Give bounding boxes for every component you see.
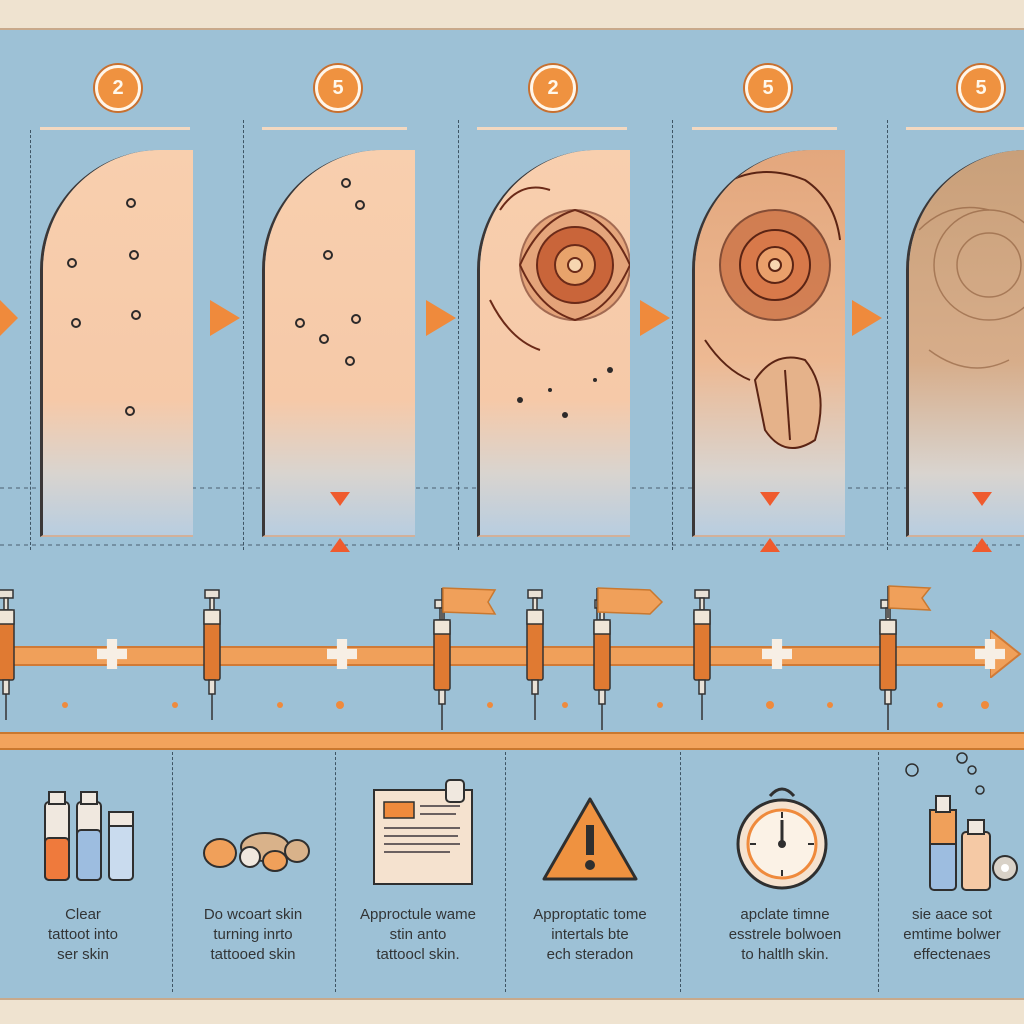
step-badge-3: 2 — [530, 65, 576, 111]
marker-up-icon — [330, 538, 350, 552]
document-icon — [373, 779, 473, 885]
next-arrow-icon — [852, 300, 882, 336]
divider — [680, 752, 681, 992]
skin-panel-tattoo — [477, 150, 630, 537]
next-arrow-icon — [0, 300, 18, 336]
header-line-3 — [477, 127, 627, 130]
step-badge-5: 5 — [958, 65, 1004, 111]
skin-panel-clear — [40, 150, 193, 537]
vline — [887, 120, 888, 550]
step-badge-4: 5 — [745, 65, 791, 111]
divider — [335, 752, 336, 992]
timeline-arrow-icon — [990, 630, 1022, 678]
syringes — [0, 585, 989, 731]
divider — [505, 752, 506, 992]
skin-panel-pores — [262, 150, 415, 537]
header-line-5 — [906, 127, 1024, 130]
header-line-1 — [40, 127, 190, 130]
vials-icon — [44, 791, 134, 881]
mandala-tattoo-icon — [489, 186, 630, 418]
pills-icon — [203, 832, 310, 872]
marker-down-icon — [330, 492, 350, 506]
vline — [458, 120, 459, 550]
vline — [30, 130, 31, 550]
timeline-ruler — [0, 732, 1024, 750]
timeline-track — [0, 646, 1000, 666]
stopwatch-icon — [736, 787, 828, 890]
step-badge-1: 2 — [95, 65, 141, 111]
marker-down-icon — [760, 492, 780, 506]
flower-tattoo-icon — [704, 171, 841, 449]
divider — [172, 752, 173, 992]
marker-down-icon — [972, 492, 992, 506]
marker-up-icon — [972, 538, 992, 552]
skin-panel-tattoo-full — [692, 150, 845, 537]
faded-tattoo-icon — [918, 206, 1024, 369]
next-arrow-icon — [210, 300, 240, 336]
bottles-icon — [905, 752, 1018, 891]
header-line-4 — [692, 127, 837, 130]
marker-up-icon — [760, 538, 780, 552]
divider — [878, 752, 879, 992]
next-arrow-icon — [426, 300, 456, 336]
vline — [672, 120, 673, 550]
step-badge-2: 5 — [315, 65, 361, 111]
header-line-2 — [262, 127, 407, 130]
skin-panel-faded — [906, 150, 1024, 537]
warning-icon — [542, 797, 638, 881]
next-arrow-icon — [640, 300, 670, 336]
vline — [243, 120, 244, 550]
